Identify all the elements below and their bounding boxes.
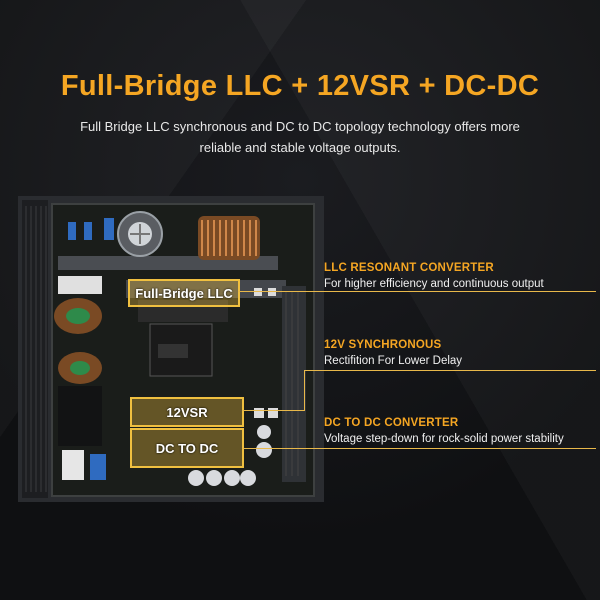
dcdc-connector-line <box>242 448 596 450</box>
page-subtitle: Full Bridge LLC synchronous and DC to DC… <box>80 119 520 155</box>
dcdc-highlight-box: DC TO DC <box>130 428 244 468</box>
callout-heading: 12V SYNCHRONOUS <box>324 339 442 351</box>
vsr-connector-line-h <box>242 410 304 412</box>
vsr-connector-line-top <box>304 370 596 372</box>
callout-llc: LLC RESONANT CONVERTER For higher effici… <box>324 262 594 290</box>
psu-board-image <box>18 196 324 502</box>
callout-description: Rectifition For Lower Delay <box>324 355 463 367</box>
side-coil-2 <box>58 352 102 384</box>
vsr-connector-line-v <box>304 370 306 411</box>
copper-coil-top <box>198 216 260 260</box>
callout-heading: LLC RESONANT CONVERTER <box>324 262 494 274</box>
callout-description: Voltage step-down for rock-solid power s… <box>324 433 564 445</box>
callout-12v: 12V SYNCHRONOUS Rectifition For Lower De… <box>324 339 594 367</box>
vsr-highlight-box: 12VSR <box>130 397 244 427</box>
side-coil-1 <box>54 298 102 334</box>
llc-highlight-box: Full-Bridge LLC <box>128 279 240 307</box>
llc-connector-line <box>238 291 596 293</box>
callout-heading: DC TO DC CONVERTER <box>324 417 459 429</box>
callout-dcdc: DC TO DC CONVERTER Voltage step-down for… <box>324 417 594 445</box>
callout-description: For higher efficiency and continuous out… <box>324 278 544 290</box>
page-title: Full-Bridge LLC + 12VSR + DC-DC <box>60 70 540 102</box>
